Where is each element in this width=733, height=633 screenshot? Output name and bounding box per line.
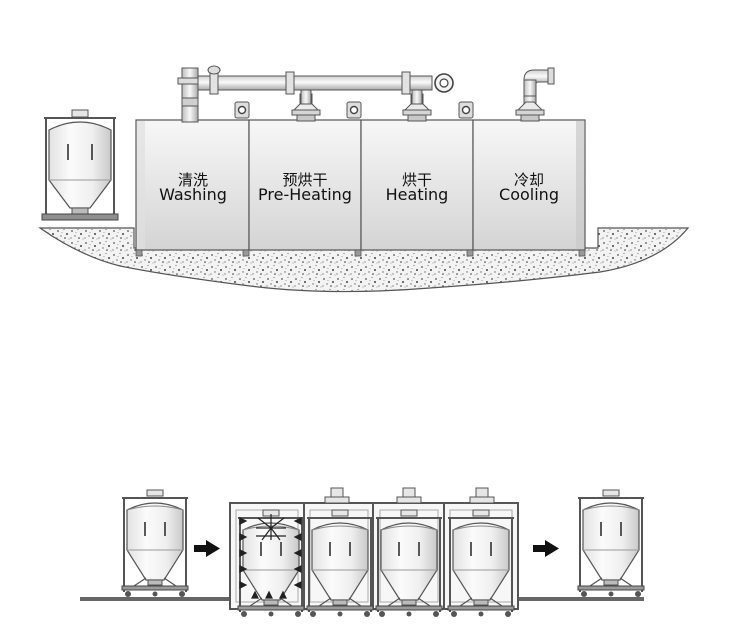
station-en-label: Heating	[386, 185, 449, 204]
station-cn-label: 清洗	[178, 171, 208, 189]
station-en-label: Washing	[159, 185, 227, 204]
top-stack-icon	[324, 487, 495, 504]
bracket-icon	[346, 101, 362, 119]
cooling-fan-elbow	[515, 67, 555, 122]
bracket-icon	[458, 101, 474, 119]
spray-nozzle-icon	[239, 514, 302, 599]
exhaust-duct	[177, 65, 454, 123]
right-arrow-icon	[533, 540, 559, 557]
right-arrow-icon	[194, 540, 220, 557]
tunnel-section-cooling: 冷却 Cooling	[472, 119, 586, 251]
ground-slab	[38, 227, 690, 293]
station-en-label: Cooling	[499, 185, 559, 204]
tunnel-section-pre-heating: 预烘干 Pre-Heating	[248, 119, 362, 251]
bracket-icon	[234, 101, 250, 119]
station-cn-label: 冷却	[514, 171, 544, 189]
tunnel-feet	[135, 249, 586, 257]
station-en-label: Pre-Heating	[258, 185, 352, 204]
tunnel-section-heating: 烘干 Heating	[360, 119, 474, 251]
station-cn-label: 预烘干	[282, 171, 327, 189]
ibc-tote-tank-icon	[41, 109, 119, 221]
tunnel-section-washing: 清洗 Washing	[135, 119, 250, 251]
ibc-tote-tank-icon	[121, 489, 189, 598]
station-cn-label: 烘干	[402, 171, 432, 189]
ibc-tote-tank-icon	[577, 489, 645, 598]
